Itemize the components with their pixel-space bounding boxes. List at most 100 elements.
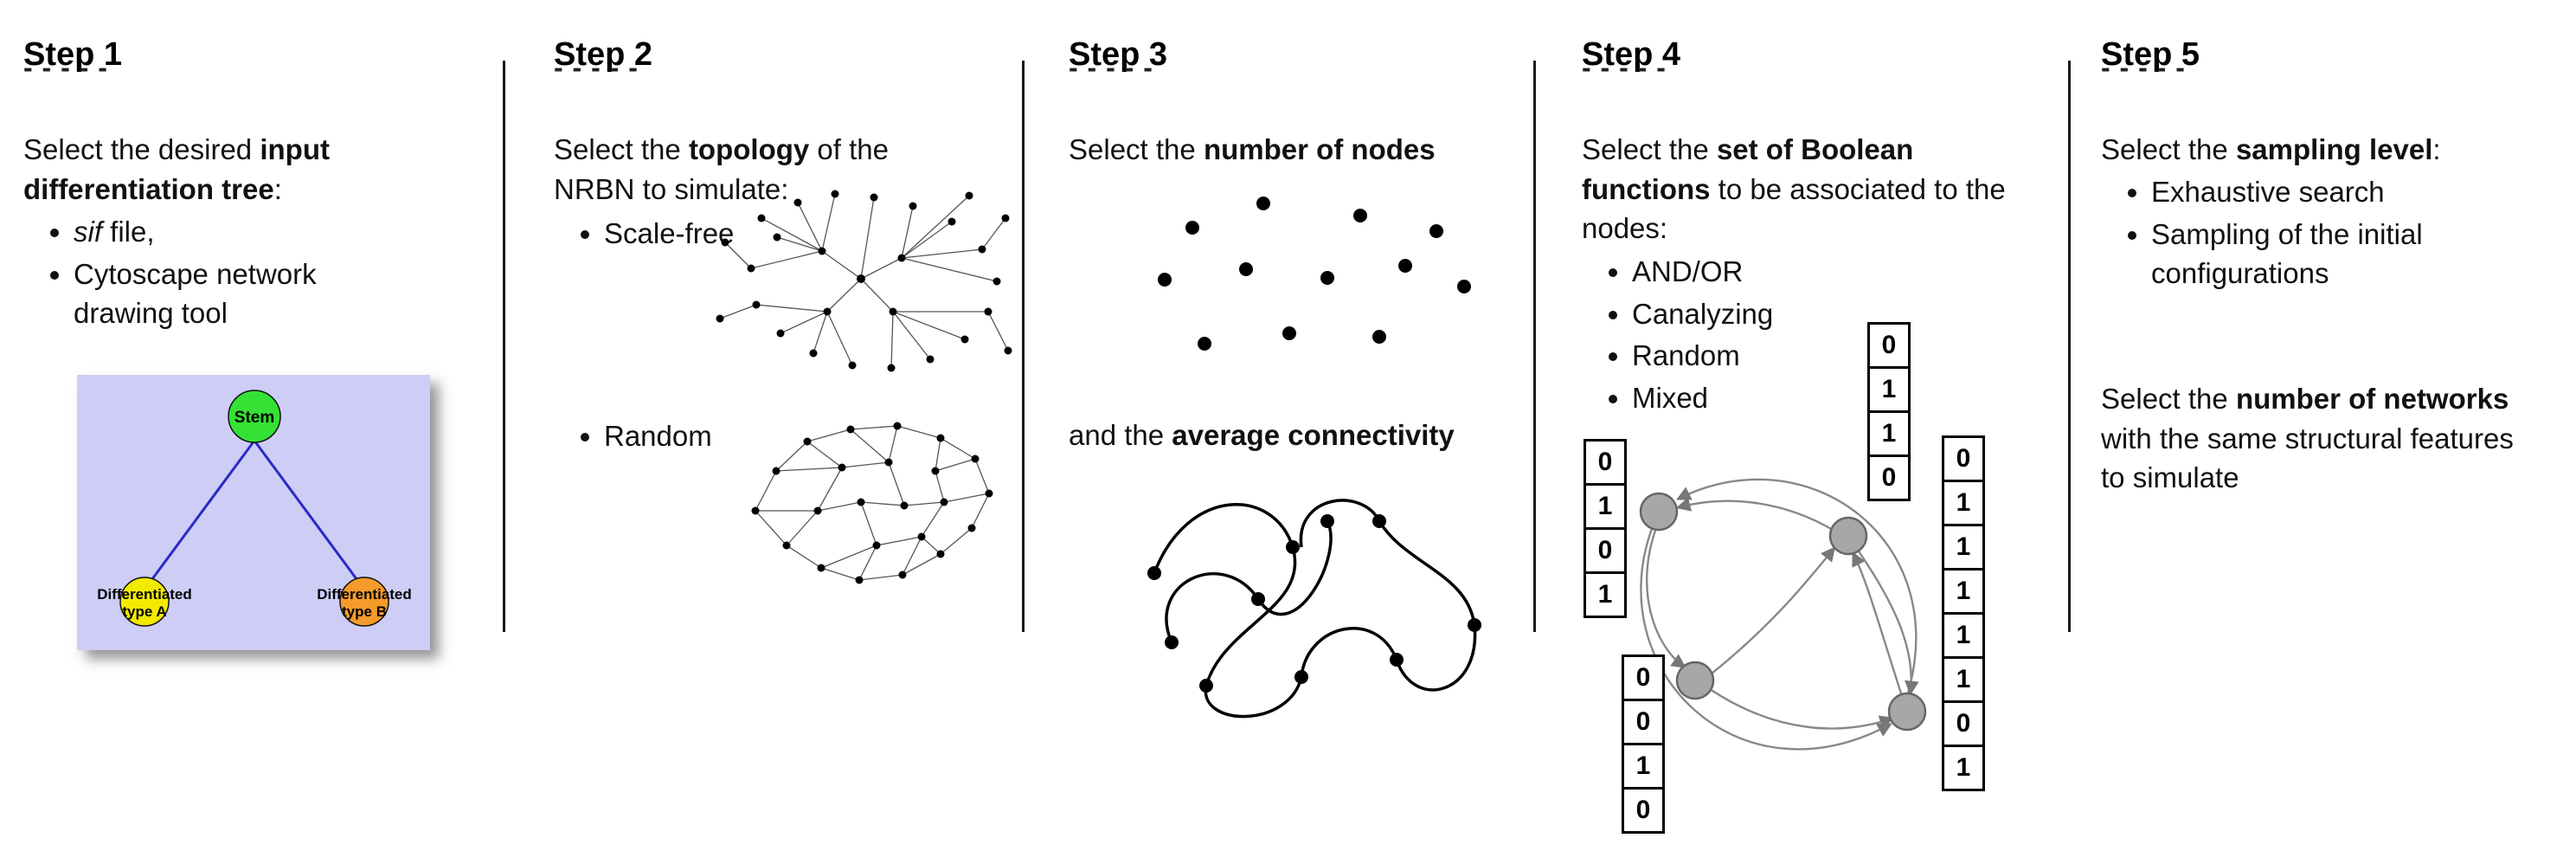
column-divider-1 bbox=[503, 61, 505, 632]
step-2-intro-pre: Select the bbox=[554, 133, 689, 165]
bullet-and-or: AND/OR bbox=[1632, 252, 1841, 292]
random-network-edges bbox=[755, 425, 990, 581]
step-3-intro1-pre: Select the bbox=[1069, 133, 1204, 165]
boolean-network-arrows bbox=[1640, 478, 1919, 751]
random-network-svg bbox=[751, 422, 993, 584]
step-3-intro-nodes: Select the number of nodes bbox=[1069, 130, 1519, 170]
step-5-outro: Select the number of networks with the s… bbox=[2101, 379, 2538, 498]
step-2-intro-post: of the NRBN to simulate: bbox=[554, 133, 889, 205]
step-2-title: Step 2 bbox=[554, 35, 653, 73]
truth-table-cell: 1 bbox=[1867, 410, 1911, 457]
boolean-network-figure: 0 1 1 0 0 1 0 1 0 0 1 0 0 1 1 1 bbox=[1582, 322, 2058, 851]
step-5-outro-pre: Select the bbox=[2101, 383, 2236, 415]
scale-free-network-svg bbox=[716, 190, 1012, 372]
differentiation-tree-figure: Stem Differentiated type A Differentiate… bbox=[77, 375, 430, 650]
connectivity-tangle-figure bbox=[1118, 467, 1516, 743]
step-5-intro-post: : bbox=[2432, 133, 2441, 165]
tree-edge-left bbox=[143, 440, 256, 590]
type-a-label-line2: type A bbox=[122, 603, 166, 620]
step-5-column: Step 5 - - - - - Select the sampling lev… bbox=[2101, 0, 2568, 851]
column-divider-2 bbox=[1022, 61, 1025, 632]
bullet-random: Random bbox=[554, 414, 712, 459]
step-5-separator: - - - - - bbox=[2101, 52, 2186, 83]
tangle-curves bbox=[1153, 499, 1477, 719]
bullet-canalyzing: Canalyzing bbox=[1632, 294, 1841, 334]
boolean-network-nodes bbox=[1639, 492, 1927, 732]
type-a-node bbox=[119, 577, 170, 627]
step-5-bullet-list: Exhaustive search Sampling of the initia… bbox=[2101, 170, 2499, 296]
bullet-cytoscape: Cytoscape network drawing tool bbox=[74, 255, 439, 333]
truth-table-cell: 0 bbox=[1622, 699, 1665, 745]
step-3-intro1-bold: number of nodes bbox=[1203, 133, 1436, 165]
step-4-column: Step 4 - - - - - Select the set of Boole… bbox=[1582, 0, 2058, 851]
sif-italic: sif bbox=[74, 216, 102, 248]
scale-free-network-figure bbox=[701, 182, 1017, 394]
step-2-column: Step 2 - - - - - Select the topology of … bbox=[554, 0, 1017, 851]
differentiation-tree-svg: Stem Differentiated type A Differentiate… bbox=[77, 375, 430, 650]
truth-table-cell: 0 bbox=[1867, 322, 1911, 369]
scatter-dots bbox=[1158, 197, 1471, 351]
truth-table-cell: 1 bbox=[1942, 568, 1985, 615]
truth-table-cell: 1 bbox=[1584, 571, 1627, 618]
step-5-intro-bold: sampling level bbox=[2235, 133, 2433, 165]
step-2-separator: - - - - - bbox=[554, 52, 639, 83]
step-4-separator: - - - - - bbox=[1582, 52, 1667, 83]
truth-table-cell: 0 bbox=[1584, 439, 1627, 486]
truth-table-cell: 1 bbox=[1942, 745, 1985, 791]
nodes-scatter-svg bbox=[1158, 197, 1471, 351]
step-3-intro2-pre: and the bbox=[1069, 419, 1172, 451]
step-4-intro-post: to be associated to the nodes: bbox=[1582, 172, 2006, 245]
bullet-random-fn: Random bbox=[1632, 336, 1841, 376]
step-1-intro-bold: input differentiation tree bbox=[23, 133, 330, 205]
scale-free-edges bbox=[719, 193, 1009, 369]
type-b-node bbox=[339, 577, 389, 627]
truth-table-right: 0 1 1 1 1 1 0 1 bbox=[1942, 435, 1985, 791]
bullet-sif-file: sif file, bbox=[74, 212, 439, 252]
nodes-scatter-figure bbox=[1142, 186, 1488, 385]
step-1-title: Step 1 bbox=[23, 35, 123, 73]
random-network-nodes bbox=[751, 422, 993, 584]
column-divider-3 bbox=[1533, 61, 1536, 632]
random-network-figure bbox=[740, 409, 1008, 608]
step-3-separator: - - - - - bbox=[1069, 52, 1153, 83]
tangle-dots bbox=[1147, 514, 1481, 693]
step-1-intro-pre: Select the desired bbox=[23, 133, 260, 165]
truth-table-cell: 1 bbox=[1867, 366, 1911, 413]
step-3-column: Step 3 - - - - - Select the number of no… bbox=[1069, 0, 1523, 851]
step-4-intro: Select the set of Boolean functions to b… bbox=[1582, 130, 2014, 248]
step-1-intro: Select the desired input differentiation… bbox=[23, 130, 491, 209]
step-4-bullet-list: AND/OR Canalyzing Random Mixed bbox=[1582, 249, 1841, 420]
sif-rest: file, bbox=[102, 216, 155, 248]
bullet-sampling: Sampling of the initial configurations bbox=[2151, 215, 2499, 293]
stem-node bbox=[228, 390, 281, 443]
truth-table-cell: 1 bbox=[1584, 483, 1627, 530]
step-5-title: Step 5 bbox=[2101, 35, 2200, 73]
truth-table-bottom: 0 0 1 0 bbox=[1622, 654, 1665, 834]
step-5-outro-post: with the same structural features to sim… bbox=[2101, 422, 2514, 494]
truth-table-cell: 0 bbox=[1584, 527, 1627, 574]
step-1-intro-post: : bbox=[273, 172, 282, 205]
cytoscape-label: Cytoscape network drawing tool bbox=[74, 257, 317, 330]
truth-table-cell: 0 bbox=[1867, 455, 1911, 501]
bullet-scale-free: Scale-free bbox=[554, 211, 734, 256]
truth-table-left: 0 1 0 1 bbox=[1584, 439, 1627, 618]
step-4-title: Step 4 bbox=[1582, 35, 1681, 73]
step-1-separator: - - - - - bbox=[23, 52, 108, 83]
step-5-intro: Select the sampling level: bbox=[2101, 130, 2568, 170]
column-divider-4 bbox=[2068, 61, 2071, 632]
step-4-intro-pre: Select the bbox=[1582, 133, 1717, 165]
truth-table-cell: 1 bbox=[1942, 524, 1985, 571]
tree-edge-right bbox=[253, 440, 366, 590]
step-3-intro2-bold: average connectivity bbox=[1172, 419, 1455, 451]
bullet-exhaustive: Exhaustive search bbox=[2151, 172, 2499, 212]
truth-table-top: 0 1 1 0 bbox=[1867, 322, 1911, 501]
boolean-network-svg bbox=[1639, 478, 1927, 751]
scale-free-nodes bbox=[716, 190, 1012, 372]
step-3-intro-connectivity: and the average connectivity bbox=[1069, 416, 1523, 455]
stem-node-label: Stem bbox=[234, 409, 274, 427]
step-2-intro-bold: topology bbox=[688, 133, 810, 165]
connectivity-tangle-svg bbox=[1147, 499, 1481, 719]
truth-table-cell: 0 bbox=[1622, 654, 1665, 701]
step-3-title: Step 3 bbox=[1069, 35, 1168, 73]
bullet-mixed: Mixed bbox=[1632, 378, 1841, 418]
